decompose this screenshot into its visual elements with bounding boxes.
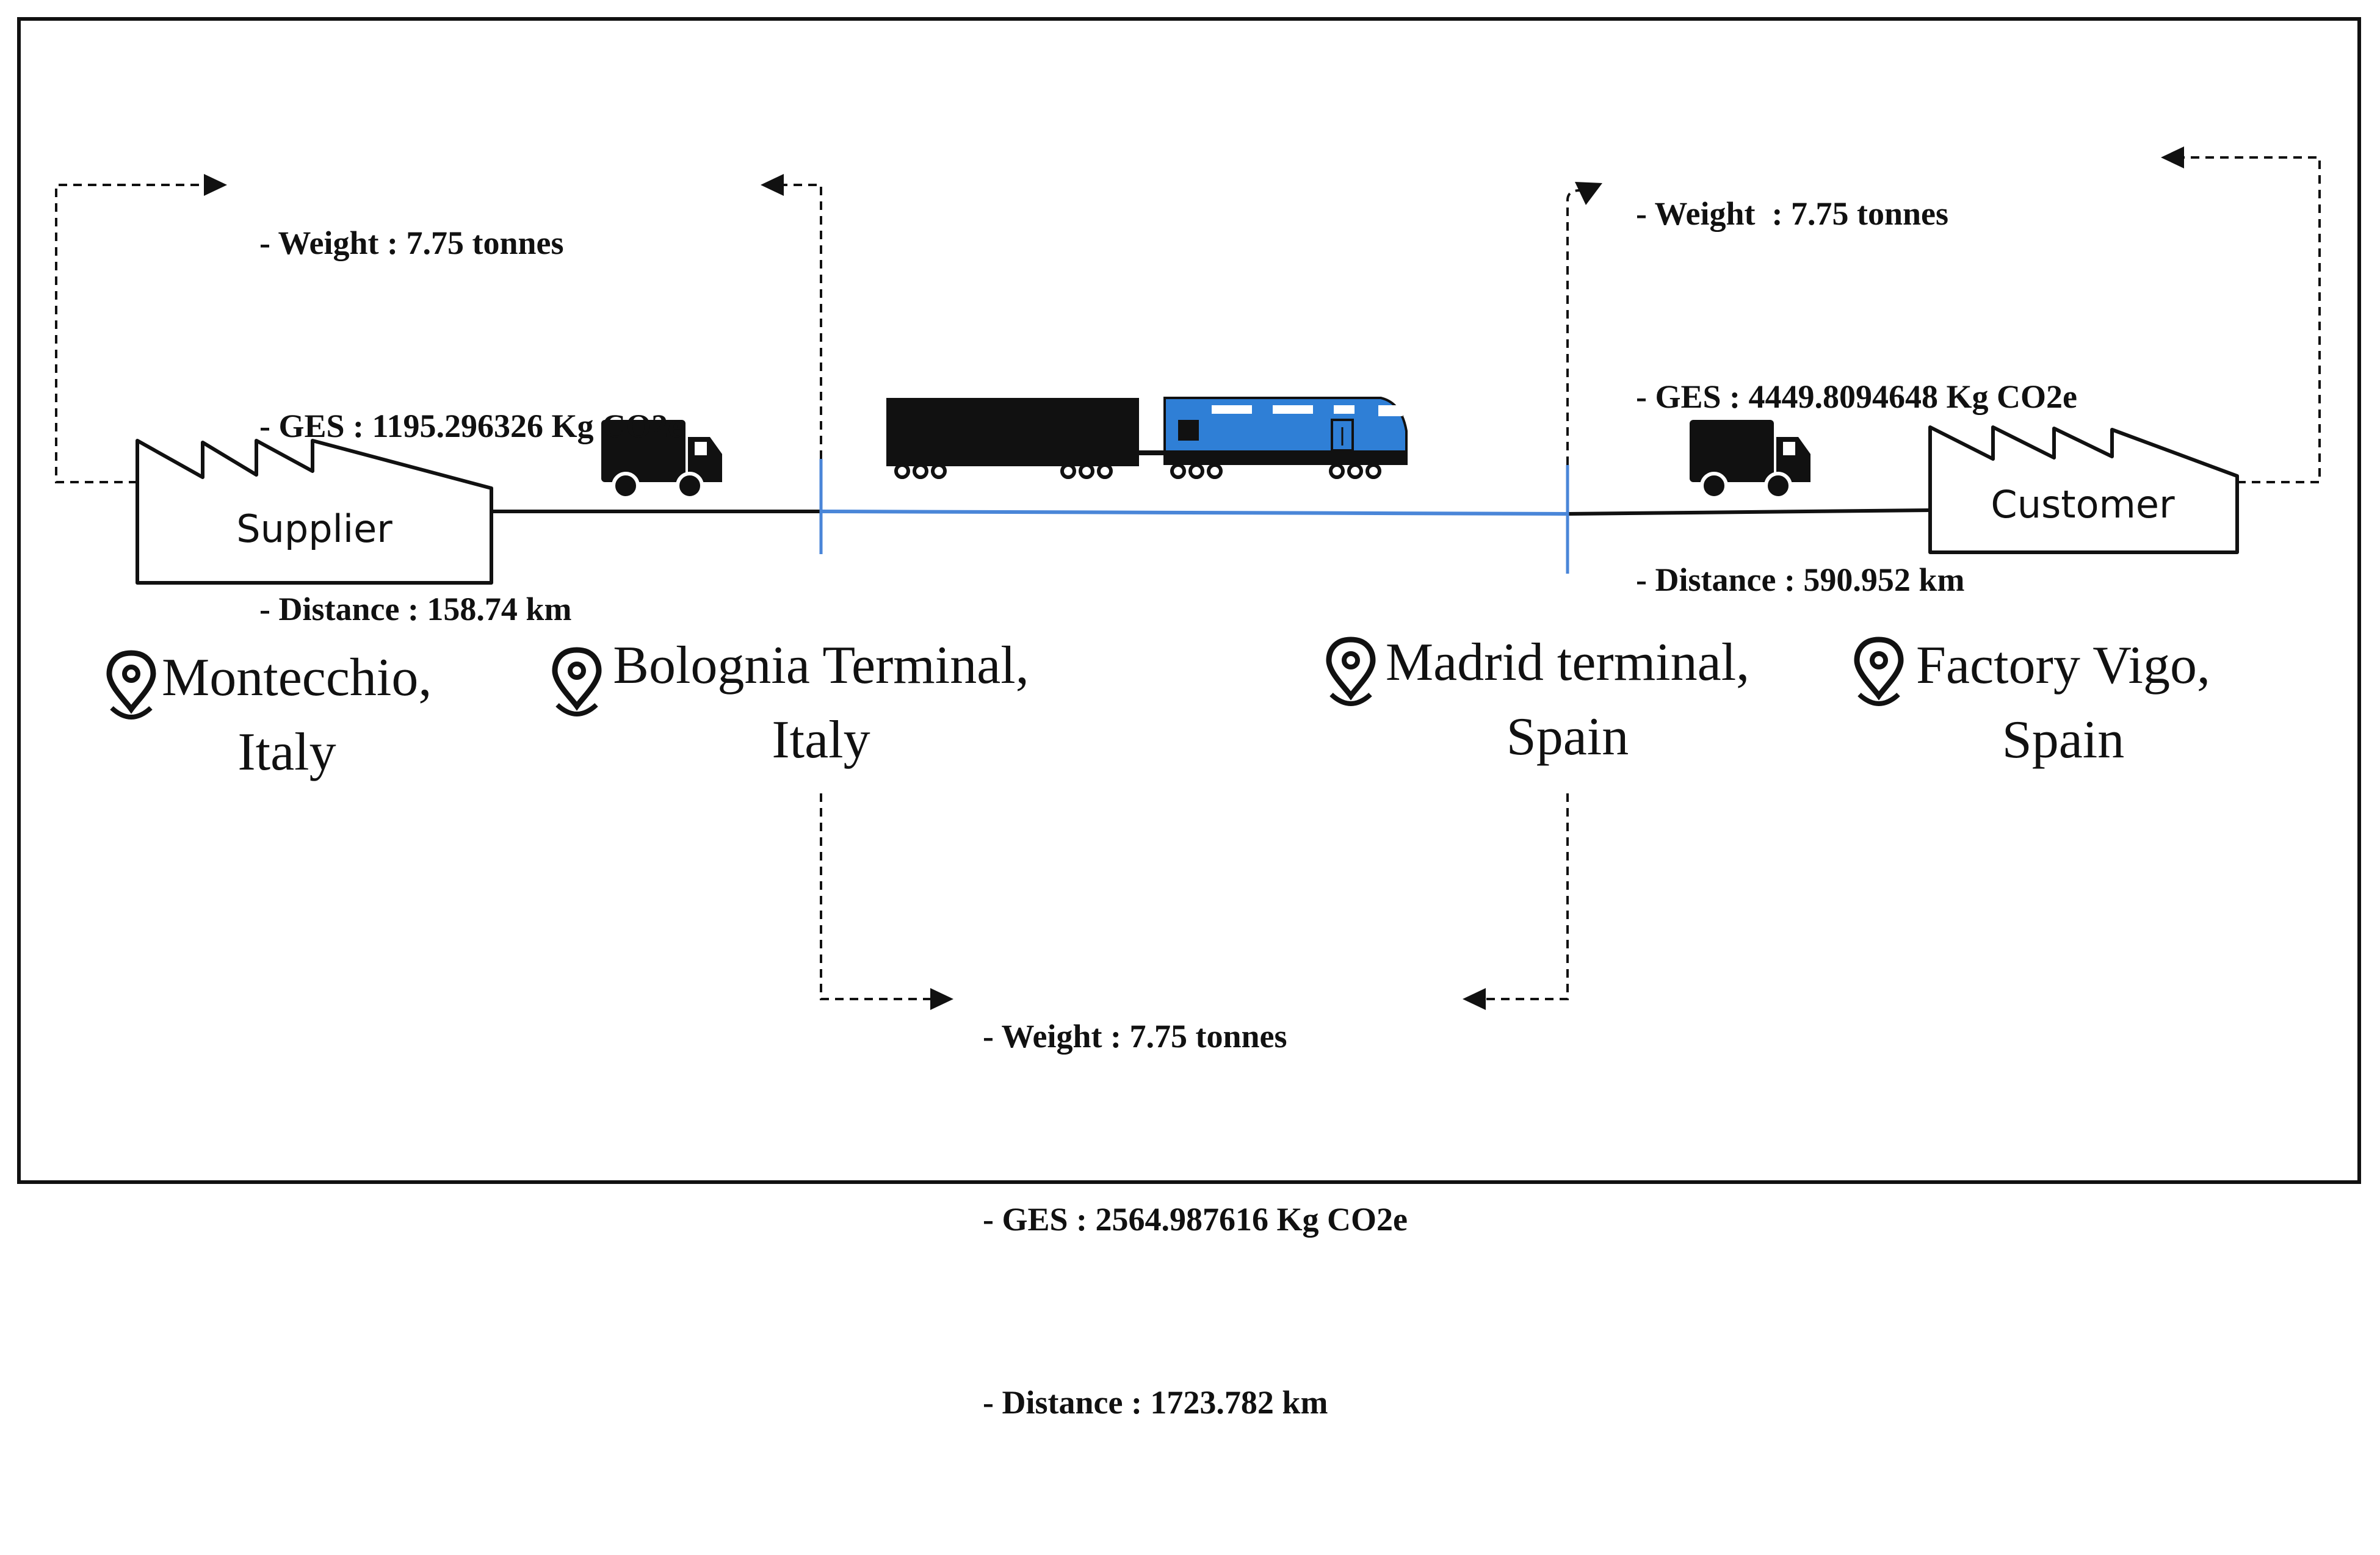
connector-bologna-to-rail-leg	[820, 793, 940, 1000]
location-factory-vigo: Factory Vigo, Spain	[1911, 629, 2216, 778]
arrowhead	[2161, 146, 2184, 168]
last-leg-weight: - Weight : 7.75 tonnes	[1636, 195, 1949, 232]
location-name: Bolognia Terminal,	[613, 636, 1029, 695]
location-pin-icon	[552, 647, 602, 716]
last-leg-ges: - GES : 4449.8094648 Kg CO2e	[1636, 378, 2077, 415]
first-leg-distance: - Distance : 158.74 km	[259, 591, 572, 627]
arrowhead	[204, 174, 227, 196]
rail-leg-distance: - Distance : 1723.782 km	[983, 1384, 1328, 1421]
customer-factory-icon: Customer	[1928, 425, 2239, 554]
connector-madrid-to-last-leg	[1566, 189, 1580, 465]
diagram-frame	[17, 17, 2361, 1184]
connector-supplier-to-first-leg	[55, 184, 214, 483]
connector-madrid-to-rail-leg	[1476, 793, 1569, 1000]
location-madrid-terminal: Madrid terminal, Spain	[1384, 626, 1751, 774]
rail-line	[820, 510, 1568, 516]
arrowhead	[1575, 182, 1602, 205]
rail-leg-stats: - Weight : 7.75 tonnes - GES : 2564.9876…	[983, 884, 1408, 1555]
location-bologna-terminal: Bolognia Terminal, Italy	[610, 629, 1032, 778]
supplier-factory-icon: Supplier	[136, 439, 493, 585]
first-leg-ges: - GES : 1195.296326 Kg CO2e	[259, 408, 683, 444]
location-name: Factory Vigo,	[1916, 636, 2210, 695]
road-line-last	[1567, 508, 1931, 516]
truck-icon	[1690, 420, 1810, 500]
train-icon	[886, 397, 1408, 479]
location-country: Italy	[237, 723, 336, 782]
location-pin-icon	[1854, 637, 1904, 706]
diagram-graphics: Supplier Customer	[55, 146, 2321, 1010]
location-montecchio: Montecchio, Italy	[162, 641, 436, 790]
customer-label: Customer	[1991, 482, 2175, 527]
location-pin-icon	[1326, 637, 1376, 706]
last-leg-distance: - Distance : 590.952 km	[1636, 561, 1965, 598]
location-country: Spain	[2002, 710, 2125, 770]
location-name: Madrid terminal,	[1385, 633, 1750, 692]
first-leg-weight: - Weight : 7.75 tonnes	[259, 225, 564, 261]
location-country: Italy	[772, 710, 870, 770]
transport-chain-diagram: Supplier Customer	[17, 17, 2361, 1421]
arrowhead	[761, 174, 784, 196]
first-leg-stats: - Weight : 7.75 tonnes - GES : 1195.2963…	[259, 90, 682, 762]
arrowhead	[930, 988, 953, 1010]
last-leg-stats: - Weight : 7.75 tonnes - GES : 4449.8094…	[1636, 61, 2077, 732]
location-country: Spain	[1506, 707, 1629, 767]
connector-bologna-to-first-leg	[774, 184, 822, 459]
location-name: Montecchio,	[162, 648, 432, 707]
connector-customer-to-last-leg	[2174, 156, 2321, 483]
rail-leg-weight: - Weight : 7.75 tonnes	[983, 1018, 1287, 1055]
arrowhead	[1463, 988, 1486, 1010]
supplier-label: Supplier	[236, 507, 392, 551]
rail-leg-ges: - GES : 2564.987616 Kg CO2e	[983, 1201, 1408, 1238]
truck-icon	[601, 420, 722, 500]
location-pin-icon	[106, 650, 156, 720]
